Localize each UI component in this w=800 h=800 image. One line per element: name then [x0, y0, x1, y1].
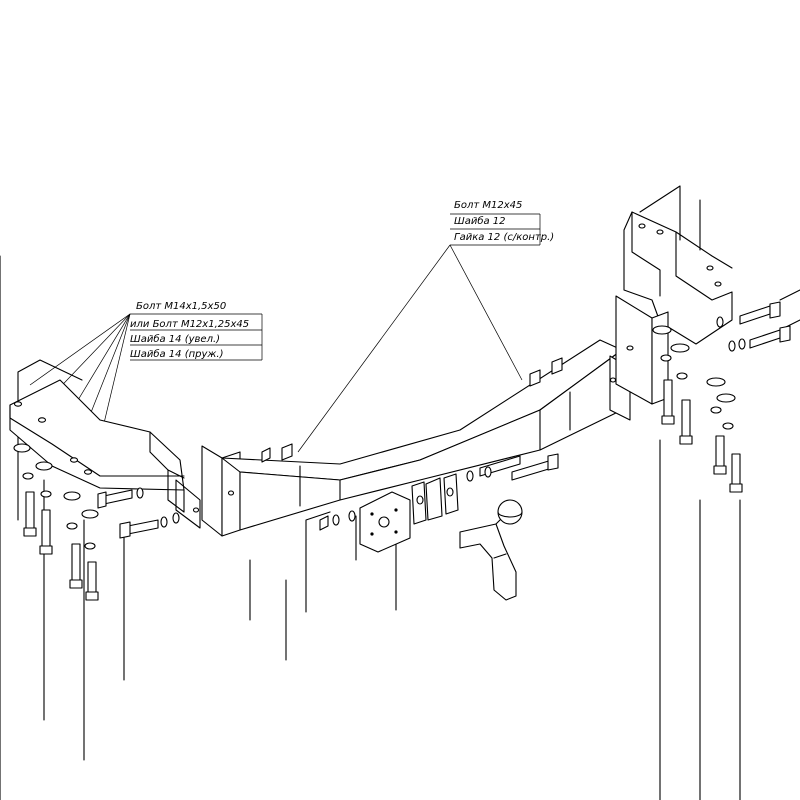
right-bolt-stack	[652, 325, 743, 493]
bolt-icon	[103, 489, 133, 505]
socket-plate-icon	[359, 491, 411, 553]
nut-icon	[769, 301, 781, 319]
bolt-icon	[739, 305, 771, 325]
right-horizontal-bolts	[716, 301, 791, 352]
nut-icon	[119, 521, 131, 539]
bolt-icon	[749, 329, 781, 349]
washer-icon	[13, 443, 31, 453]
right-frame-bracket-icon	[615, 211, 733, 405]
callout-center-line-2: Шайба 12	[454, 215, 506, 227]
washer-icon	[652, 325, 672, 335]
bolt-icon	[127, 519, 159, 535]
washer-icon	[706, 377, 726, 387]
callout-left-line-4: Шайба 14 (пруж.)	[130, 348, 224, 360]
tow-ball-icon	[459, 499, 523, 601]
ball-mount-tabs	[411, 473, 459, 525]
bolt-icon	[731, 453, 741, 485]
bolt-icon	[87, 561, 97, 593]
crossbar-top-nuts	[261, 357, 563, 463]
bolt-icon	[41, 509, 51, 547]
bolt-icon	[681, 399, 691, 437]
bolt-icon	[663, 379, 673, 417]
washer-icon	[81, 509, 99, 519]
left-bolt-stack	[13, 443, 99, 601]
bolt-icon	[71, 543, 81, 581]
center-bolts	[319, 453, 559, 531]
left-horizontal-bolts	[97, 487, 180, 539]
callout-center: Болт М12х45 Шайба 12 Гайка 12 (с/контр.)	[297, 200, 554, 453]
callout-center-line-3: Гайка 12 (с/контр.)	[454, 232, 554, 243]
bolt-icon	[25, 491, 35, 529]
callout-left-line-1: Болт М14х1,5х50	[136, 301, 226, 312]
washer-icon	[716, 393, 736, 403]
nut-icon	[551, 357, 563, 375]
callout-left-line-2: или Болт М12х1,25х45	[130, 319, 249, 330]
washer-icon	[670, 343, 690, 353]
nut-icon	[779, 325, 791, 343]
washer-icon	[35, 461, 53, 471]
nut-icon	[547, 453, 559, 471]
callout-left: Болт М14х1,5х50 или Болт М12х1,25х45 Шай…	[29, 301, 263, 441]
crossbar-beam-icon	[201, 339, 631, 537]
left-frame-rail	[0, 255, 125, 800]
nut-icon	[319, 515, 329, 531]
callout-left-line-3: Шайба 14 (увел.)	[130, 333, 220, 345]
nut-icon	[97, 491, 107, 509]
left-frame-bracket-icon	[9, 379, 201, 529]
bolt-icon	[715, 435, 725, 467]
nut-icon	[261, 447, 271, 463]
nut-icon	[529, 369, 541, 387]
callout-center-line-1: Болт М12х45	[454, 200, 522, 211]
nut-icon	[281, 443, 293, 461]
right-frame-rail	[639, 185, 800, 800]
washer-icon	[63, 491, 81, 501]
